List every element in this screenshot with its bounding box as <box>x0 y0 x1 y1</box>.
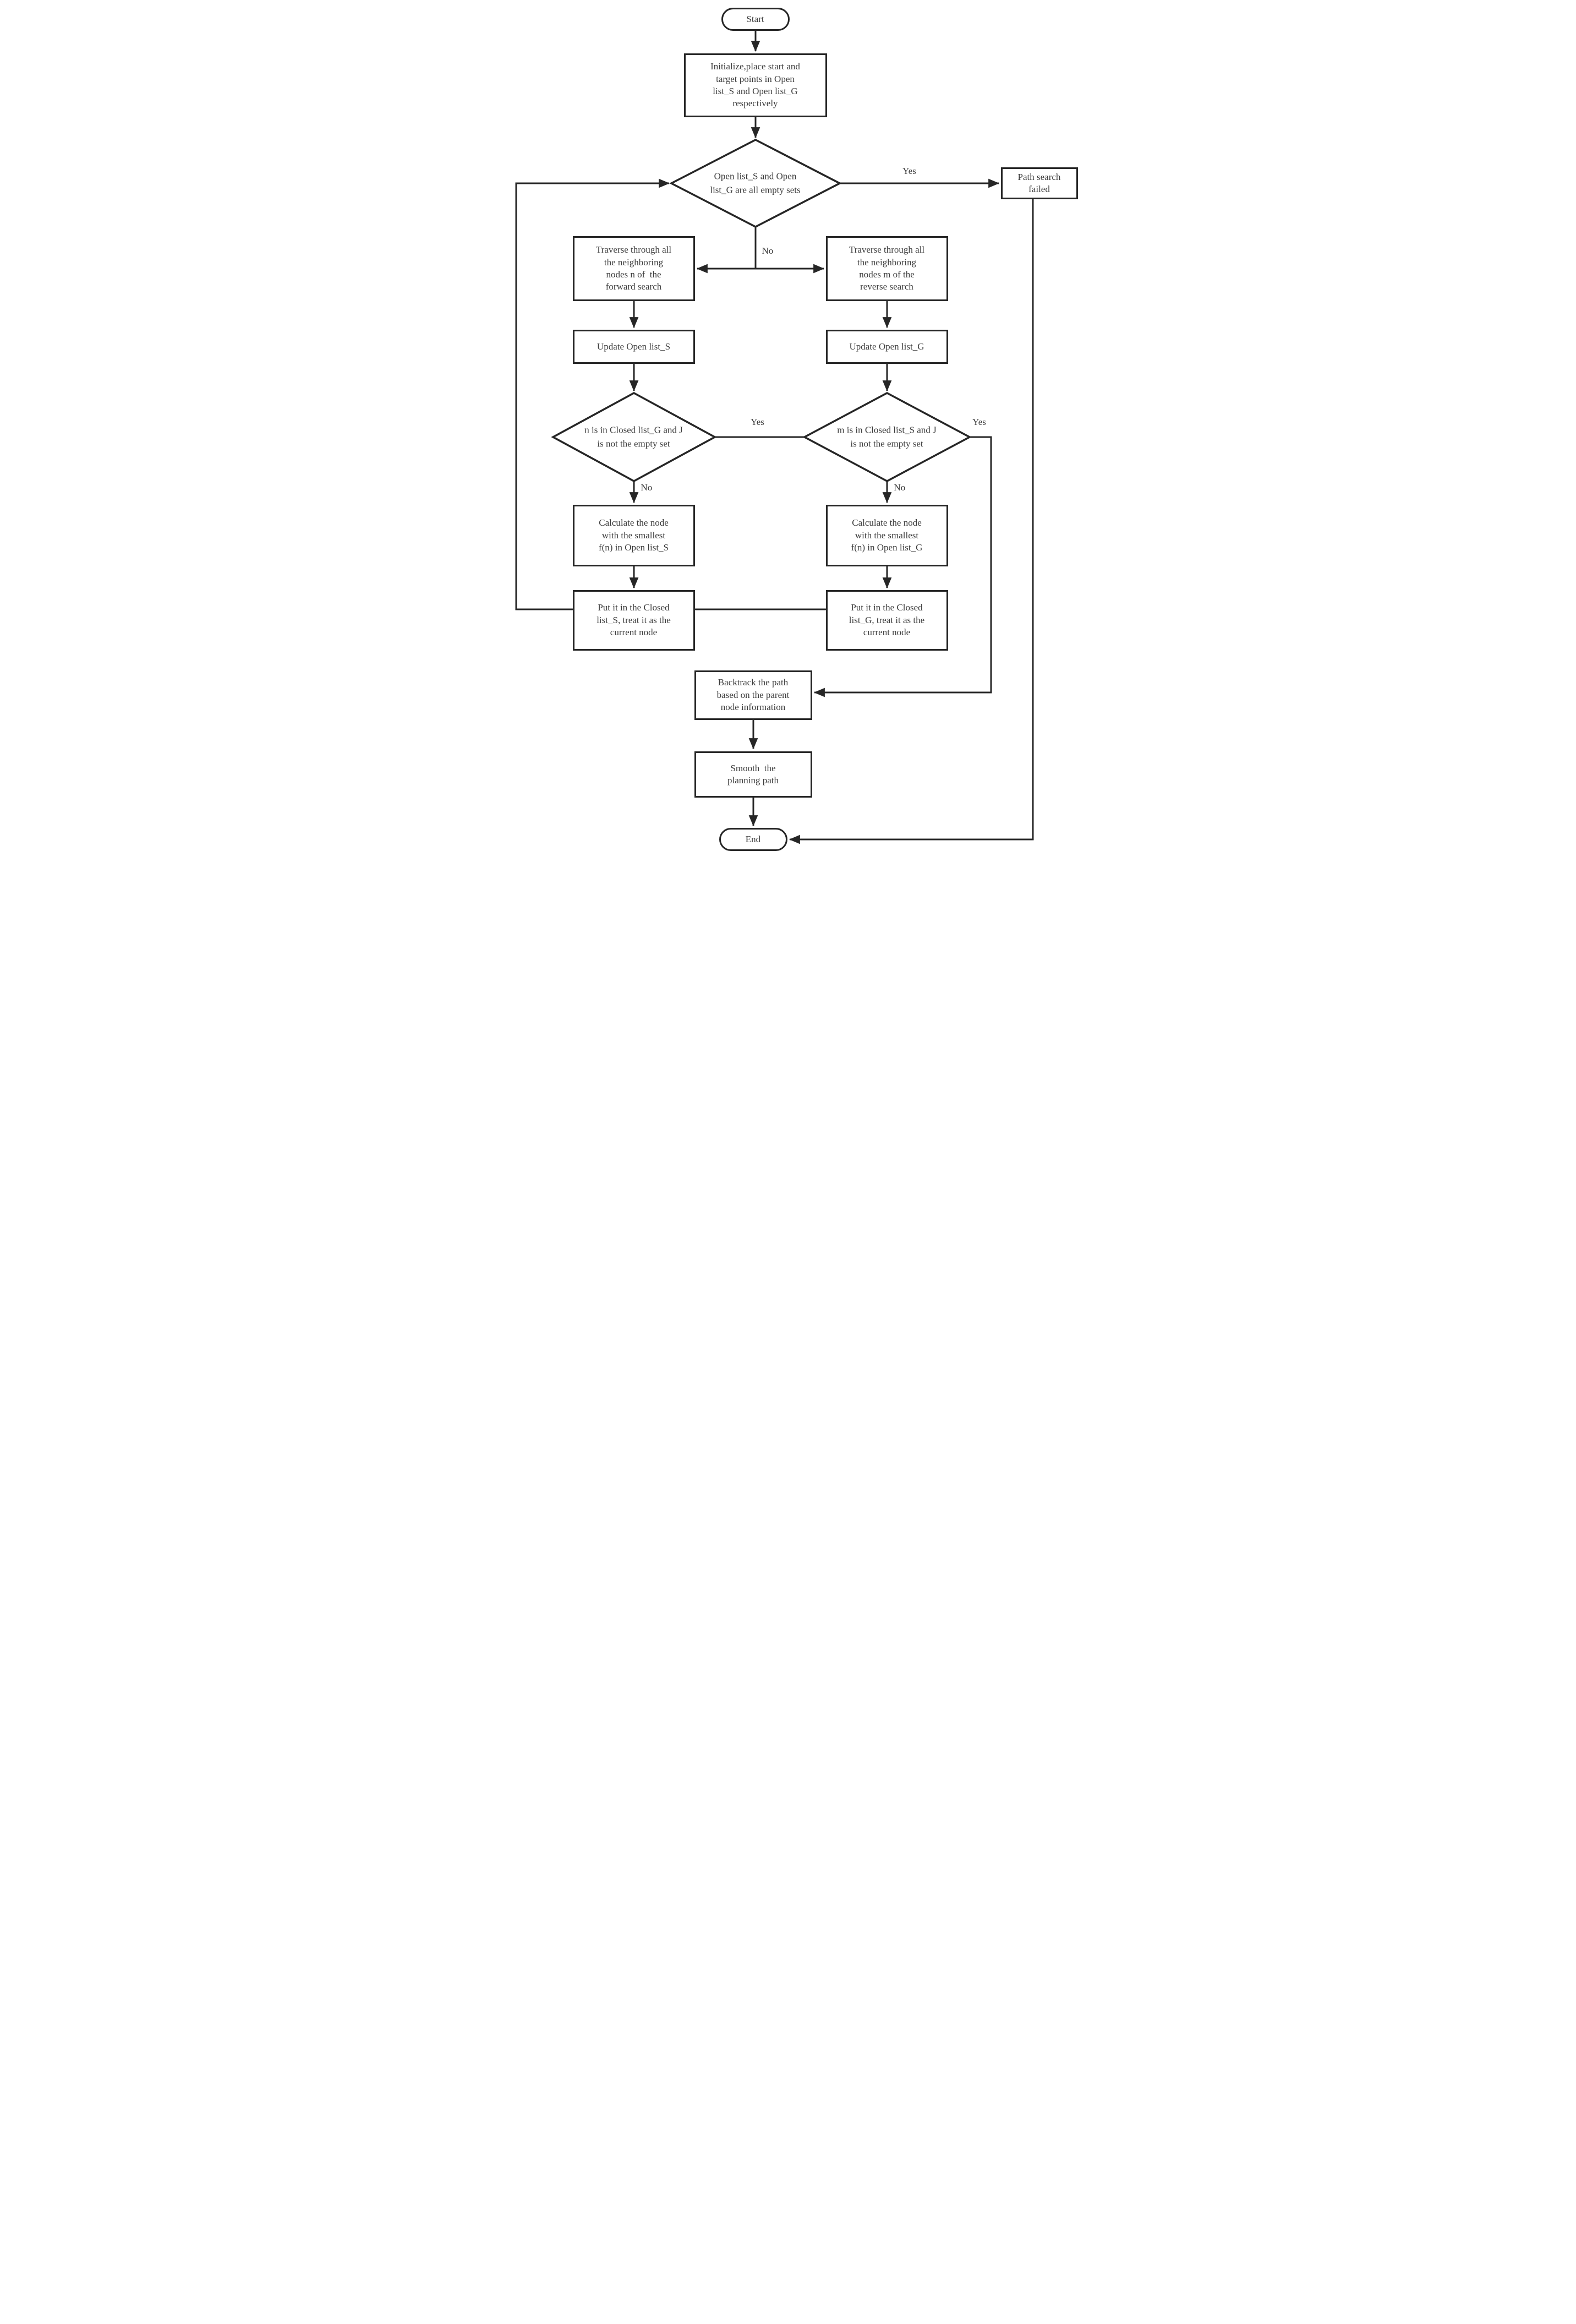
path-failed-box: Path search failed <box>1000 167 1078 199</box>
backtrack-box: Backtrack the path based on the parent n… <box>694 670 812 720</box>
put-closed-g-box: Put it in the Closed list_G, treat it as… <box>825 590 948 651</box>
edge-yes-backtrack <box>813 436 992 697</box>
end-label: End <box>745 833 761 844</box>
initialize-line: respectively <box>732 98 778 109</box>
calculate-smallest-f-g-line: with the smallest <box>855 530 919 541</box>
empty-check-line: list_G are all empty sets <box>710 184 801 195</box>
yes-label-forward: Yes <box>751 417 764 427</box>
put-closed-s-line: Put it in the Closed <box>598 602 670 613</box>
start-label: Start <box>746 13 764 24</box>
empty-check-text: Open list_S and Open list_G are all empt… <box>690 170 822 197</box>
traverse-forward-line: forward search <box>605 281 662 292</box>
closed-check-forward-line: n is in Closed list_G and J <box>584 424 683 435</box>
smooth-box: Smooth the planning path <box>694 751 812 798</box>
update-open-list-g-box: Update Open list_G <box>825 330 948 364</box>
yes-label-reverse: Yes <box>972 417 986 427</box>
path-failed-line: Path search <box>1017 171 1061 182</box>
calculate-smallest-f-g-line: f(n) in Open list_G <box>851 542 923 553</box>
put-closed-g-line: current node <box>863 627 911 638</box>
no-label-top: No <box>762 246 774 256</box>
flow-connectors <box>515 31 1033 844</box>
traverse-reverse-line: the neighboring <box>857 257 917 268</box>
update-open-list-s-label: Update Open list_S <box>597 341 671 352</box>
initialize-line: list_S and Open list_G <box>713 86 798 96</box>
calculate-smallest-f-s-line: f(n) in Open list_S <box>598 542 669 553</box>
traverse-reverse-line: reverse search <box>860 281 913 292</box>
backtrack-line: Backtrack the path <box>718 677 789 688</box>
traverse-reverse-line: nodes m of the <box>859 269 915 280</box>
smooth-line: Smooth the <box>730 762 776 773</box>
put-closed-s-line: current node <box>610 627 658 638</box>
closed-check-forward-text: n is in Closed list_G and J is not the e… <box>555 423 713 450</box>
no-label-reverse: No <box>894 482 906 493</box>
edge-failed-end <box>789 199 1033 844</box>
traverse-forward-line: nodes n of the <box>606 269 661 280</box>
yes-label-top: Yes <box>902 166 916 176</box>
end-node: End <box>719 828 787 851</box>
smooth-line: planning path <box>727 775 779 785</box>
put-closed-s-box: Put it in the Closed list_S, treat it as… <box>572 590 695 651</box>
closed-check-reverse-line: is not the empty set <box>850 438 923 449</box>
calculate-smallest-f-s-line: Calculate the node <box>599 517 669 528</box>
calculate-smallest-f-s-line: with the smallest <box>601 530 666 541</box>
closed-check-reverse-line: m is in Closed list_S and J <box>837 424 937 435</box>
traverse-forward-box: Traverse through all the neighboring nod… <box>572 236 695 301</box>
traverse-reverse-box: Traverse through all the neighboring nod… <box>825 236 948 301</box>
initialize-line: target points in Open <box>716 73 795 84</box>
traverse-forward-line: the neighboring <box>604 257 664 268</box>
initialize-box: Initialize,place start and target points… <box>683 53 827 117</box>
put-closed-g-line: Put it in the Closed <box>851 602 923 613</box>
empty-check-line: Open list_S and Open <box>714 171 797 182</box>
put-closed-s-line: list_S, treat it as the <box>597 614 671 625</box>
path-failed-line: failed <box>1028 184 1050 194</box>
traverse-reverse-line: Traverse through all <box>849 244 925 255</box>
put-closed-g-line: list_G, treat it as the <box>849 614 925 625</box>
flowchart-canvas: Start Initialize,place start and target … <box>501 0 1078 851</box>
edge-loop-back <box>515 178 670 610</box>
initialize-line: Initialize,place start and <box>710 61 800 72</box>
closed-check-reverse-text: m is in Closed list_S and J is not the e… <box>807 423 967 450</box>
backtrack-line: node information <box>720 702 786 713</box>
update-open-list-g-label: Update Open list_G <box>849 341 924 352</box>
calculate-smallest-f-g-box: Calculate the node with the smallest f(n… <box>825 505 948 566</box>
traverse-forward-line: Traverse through all <box>595 244 672 255</box>
start-node: Start <box>721 8 790 31</box>
closed-check-forward-line: is not the empty set <box>597 438 670 449</box>
calculate-smallest-f-s-box: Calculate the node with the smallest f(n… <box>572 505 695 566</box>
calculate-smallest-f-g-line: Calculate the node <box>852 517 922 528</box>
update-open-list-s-box: Update Open list_S <box>572 330 695 364</box>
backtrack-line: based on the parent <box>716 689 790 700</box>
no-label-forward: No <box>641 482 653 493</box>
